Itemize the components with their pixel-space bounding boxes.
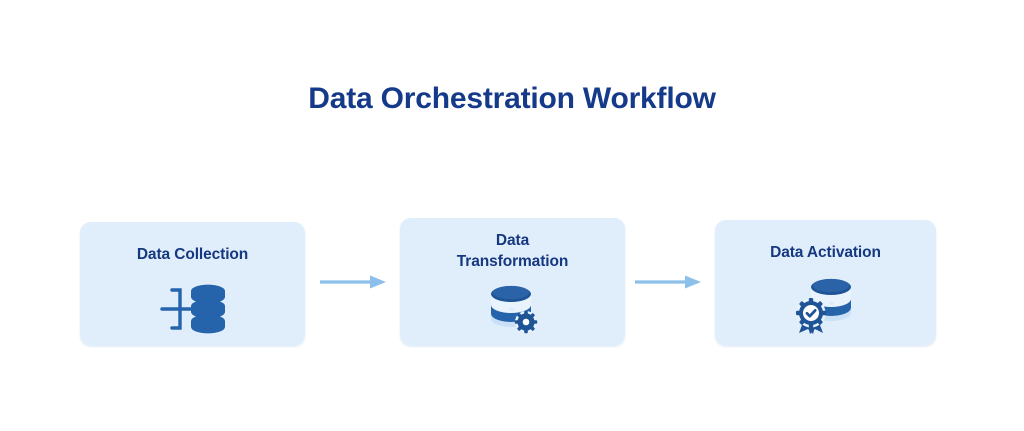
step-card-data-activation[interactable]: Data Activation xyxy=(715,220,936,346)
database-badge-icon xyxy=(715,272,936,338)
arrow-right-icon-1 xyxy=(318,273,388,291)
step-card-data-collection[interactable]: Data Collection xyxy=(80,222,305,346)
arrow-right-icon-2 xyxy=(633,273,703,291)
workflow-flow-row: Data Collection xyxy=(80,218,936,346)
database-gear-icon xyxy=(400,280,625,338)
step-label-data-activation: Data Activation xyxy=(770,244,881,261)
page-title: Data Orchestration Workflow xyxy=(308,82,716,115)
step-label-data-collection: Data Collection xyxy=(136,246,249,263)
database-collection-icon xyxy=(80,280,305,338)
